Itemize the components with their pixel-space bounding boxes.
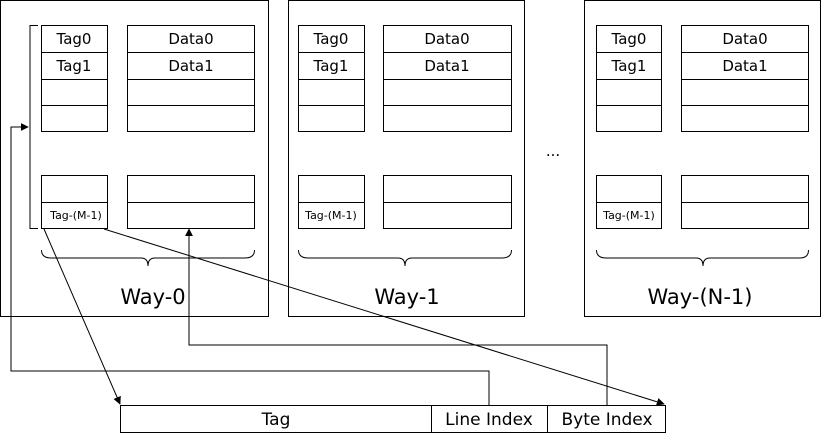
address-line-index-label: Line Index xyxy=(445,410,533,430)
way-0-label: Way-0 xyxy=(120,285,185,309)
way-n-minus-1-tag-cell xyxy=(596,175,662,203)
way-n-minus-1-data-cell xyxy=(681,202,809,229)
way-0-tag-cell xyxy=(41,175,108,203)
way-n-minus-1-data-cell xyxy=(681,79,809,106)
way-1-data-cell xyxy=(383,175,512,203)
tag-compare-arrow xyxy=(43,228,121,405)
byte-index-arrow xyxy=(185,228,608,405)
way-n-minus-1-tag-cell xyxy=(596,202,662,229)
way-0-tag-cell xyxy=(41,105,108,132)
way-0-array: Tag0 Tag1 Tag-(M-1) Data0 Data1 xyxy=(41,25,255,229)
way-0-data-cell xyxy=(127,105,255,132)
way-0-data-cell xyxy=(127,202,255,229)
way-n-minus-1-data-cell xyxy=(681,25,809,53)
address-register: Tag Line Index Byte Index xyxy=(120,405,666,433)
way-1-tag-cell xyxy=(298,175,365,203)
way-1-data-cell xyxy=(383,105,512,132)
way-1-data-cell xyxy=(383,79,512,106)
way-1-tag-cell xyxy=(298,202,365,229)
way-n-minus-1-tag-cell xyxy=(596,79,662,106)
address-tag-label: Tag xyxy=(261,410,291,430)
way-0-data-cell xyxy=(127,52,255,80)
way-1-array: Tag0 Tag1 Tag-(M-1) Data0 Data1 xyxy=(298,25,512,229)
way-0-tag-last-label: Tag-(M-1) xyxy=(49,209,102,222)
way-0-data-1-label: Data1 xyxy=(168,57,213,75)
way-1-tag-0-label: Tag0 xyxy=(313,30,349,48)
address-line-index-field xyxy=(431,405,548,433)
way-1-tag-cell xyxy=(298,79,365,106)
way-n-minus-1-data-1-label: Data1 xyxy=(722,57,767,75)
way-0-tag-cell xyxy=(41,79,108,106)
ellipsis-label: ... xyxy=(546,142,560,160)
way-n-minus-1-data-0-label: Data0 xyxy=(722,30,767,48)
line-index-arrow xyxy=(10,123,490,405)
way-0-brace xyxy=(41,249,255,267)
way-1-brace xyxy=(298,249,512,267)
way-0-tag-1-label: Tag1 xyxy=(56,57,92,75)
set-bracket xyxy=(29,25,38,229)
way-1-data-0-label: Data0 xyxy=(424,30,469,48)
way-n-minus-1-label: Way-(N-1) xyxy=(648,285,753,309)
tag-to-byte-index-arrow xyxy=(103,228,665,406)
way-n-minus-1-tag-cell xyxy=(596,105,662,132)
way-1-tag-1-label: Tag1 xyxy=(313,57,349,75)
way-1-tag-cell xyxy=(298,105,365,132)
way-1-tag-cell xyxy=(298,52,365,80)
way-n-minus-1-data-cell xyxy=(681,175,809,203)
way-n-minus-1-tag-1-label: Tag1 xyxy=(611,57,647,75)
way-1-data-cell xyxy=(383,25,512,53)
way-n-minus-1-tag-0-label: Tag0 xyxy=(611,30,647,48)
way-1-label: Way-1 xyxy=(374,285,439,309)
way-1-data-cell xyxy=(383,202,512,229)
way-0-tag-0-label: Tag0 xyxy=(56,30,92,48)
way-1-tag-last-label: Tag-(M-1) xyxy=(304,209,357,222)
way-0-tag-cell xyxy=(41,25,108,53)
way-0-data-cell xyxy=(127,79,255,106)
way-n-minus-1-array: Tag0 Tag1 Tag-(M-1) Data0 Data1 xyxy=(596,25,809,229)
way-1-data-1-label: Data1 xyxy=(424,57,469,75)
way-n-minus-1-tag-last-label: Tag-(M-1) xyxy=(602,209,655,222)
way-n-minus-1-brace xyxy=(596,249,809,267)
way-0-data-0-label: Data0 xyxy=(168,30,213,48)
way-0-tag-cell xyxy=(41,202,108,229)
way-0-data-cell xyxy=(127,175,255,203)
address-byte-index-label: Byte Index xyxy=(561,410,652,430)
address-byte-index-field xyxy=(547,405,666,433)
way-n-minus-1-data-cell xyxy=(681,105,809,132)
address-tag-field xyxy=(120,405,432,433)
way-n-minus-1-data-cell xyxy=(681,52,809,80)
way-n-minus-1-tag-cell xyxy=(596,25,662,53)
